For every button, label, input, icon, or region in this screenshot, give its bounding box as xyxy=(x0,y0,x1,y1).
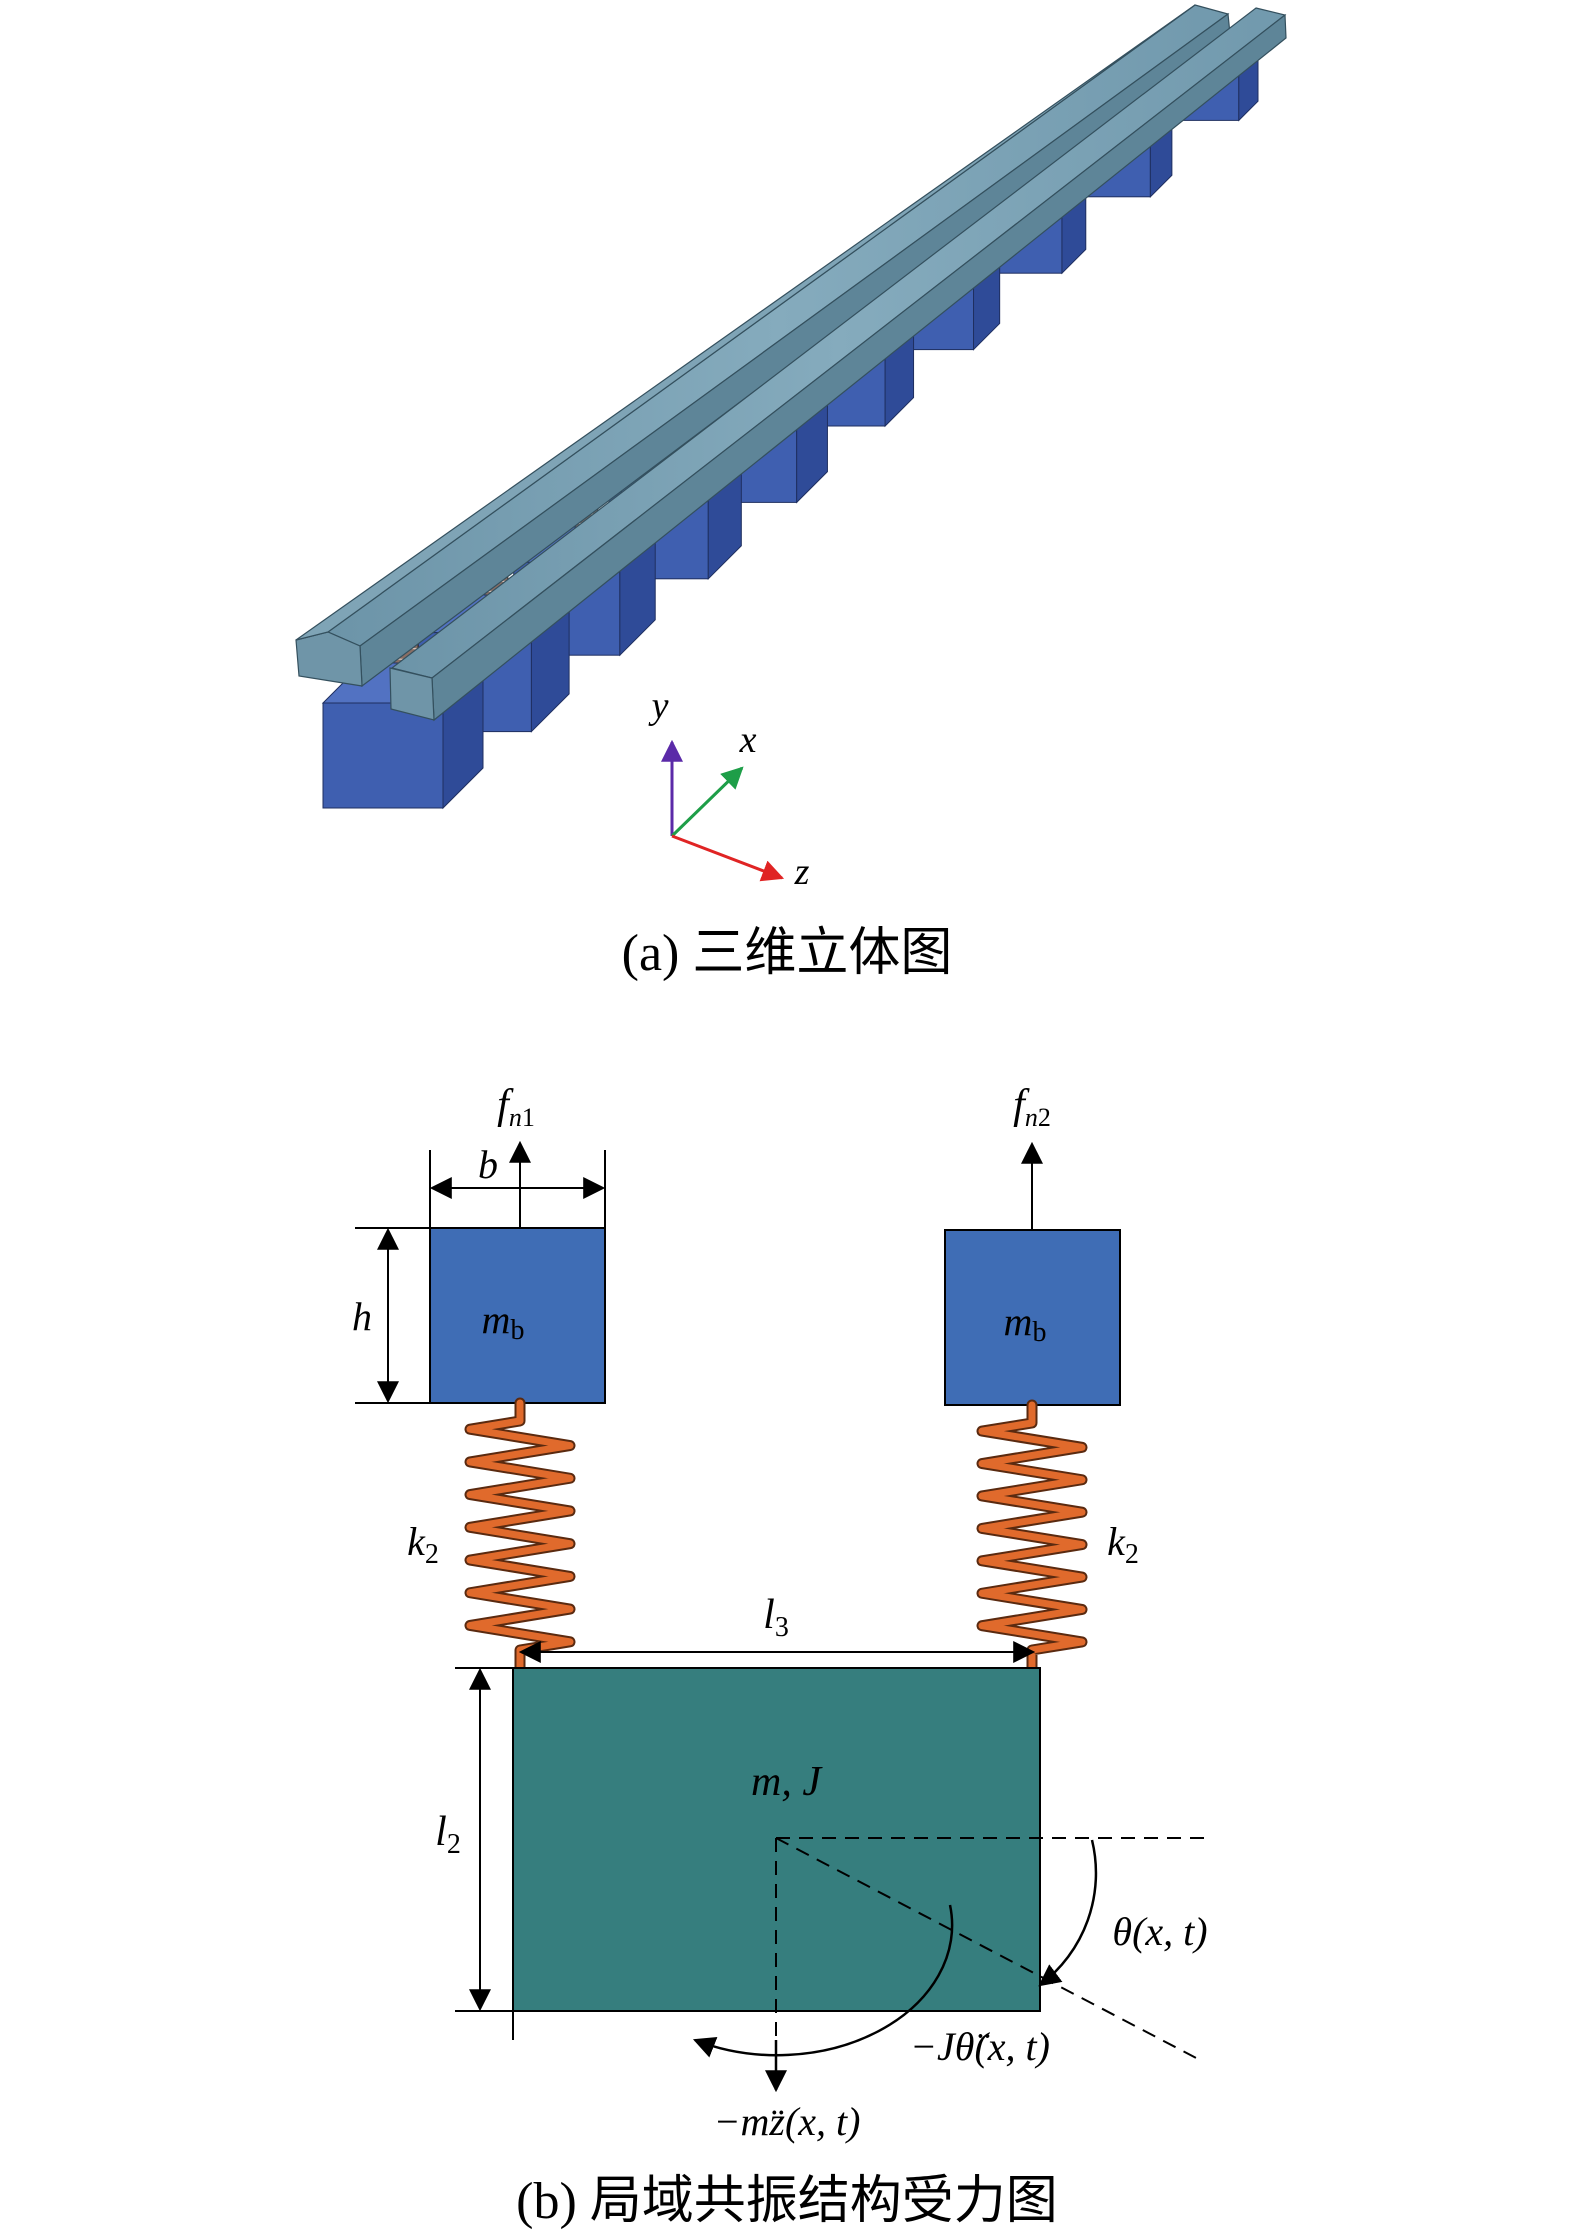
block-front-face xyxy=(322,702,444,809)
dimension-l2: l2 xyxy=(435,1667,514,2040)
main-mass-label: m, J xyxy=(751,1759,823,1805)
dimension-h: h xyxy=(352,1227,430,1404)
spring-right xyxy=(976,1399,1088,1674)
mass-label-right: mb xyxy=(1004,1299,1047,1348)
caption-b: (b) 局域共振结构受力图 xyxy=(516,2173,1058,2230)
panel-b-force-diagram: mb mb fn1 fn2 b h k2 k2 m, J xyxy=(352,1082,1208,2230)
dimension-l3: l3 xyxy=(518,1592,1036,1663)
theta-label: θ(x, t) xyxy=(1112,1909,1207,1954)
inertia-moment-arc xyxy=(692,1904,954,2058)
dimension-b: b xyxy=(429,1142,606,1228)
rail-front xyxy=(389,7,1287,722)
x-axis-arrow xyxy=(670,766,744,838)
label-l3: l3 xyxy=(763,1592,789,1643)
z-axis-arrow xyxy=(671,834,785,882)
x-axis-label: x xyxy=(739,719,757,761)
rails xyxy=(295,4,1287,722)
spring-coil xyxy=(978,1401,1086,1672)
force-label-fn2: fn2 xyxy=(1013,1082,1051,1132)
spring-label-left: k2 xyxy=(407,1519,439,1570)
theta-arc xyxy=(1038,1839,1098,1987)
force-label-fn1: fn1 xyxy=(497,1082,535,1132)
spring-left xyxy=(464,1397,576,1674)
inertia-moment-label: −Jθ̈(x, t) xyxy=(910,2024,1050,2069)
mass-block-left xyxy=(429,1227,606,1404)
label-b: b xyxy=(478,1142,498,1187)
label-h: h xyxy=(352,1294,372,1339)
label-l2: l2 xyxy=(435,1809,461,1860)
y-axis-label: y xyxy=(648,685,669,727)
rail-back xyxy=(295,4,1231,688)
rotation-reference-lines xyxy=(775,1837,1205,2065)
spring-label-right: k2 xyxy=(1107,1519,1139,1570)
coordinate-axes: y x z xyxy=(648,685,810,893)
z-axis-label: z xyxy=(794,851,810,893)
panel-a-3d-view: y x z (a) 三维立体图 xyxy=(295,4,1287,982)
caption-a: (a) 三维立体图 xyxy=(622,925,953,982)
mass-label-left: mb xyxy=(482,1297,525,1346)
spring-coil xyxy=(466,1399,574,1672)
mass-block-right xyxy=(944,1229,1121,1406)
inertia-force-label: −mz̈(x, t) xyxy=(714,2099,861,2144)
